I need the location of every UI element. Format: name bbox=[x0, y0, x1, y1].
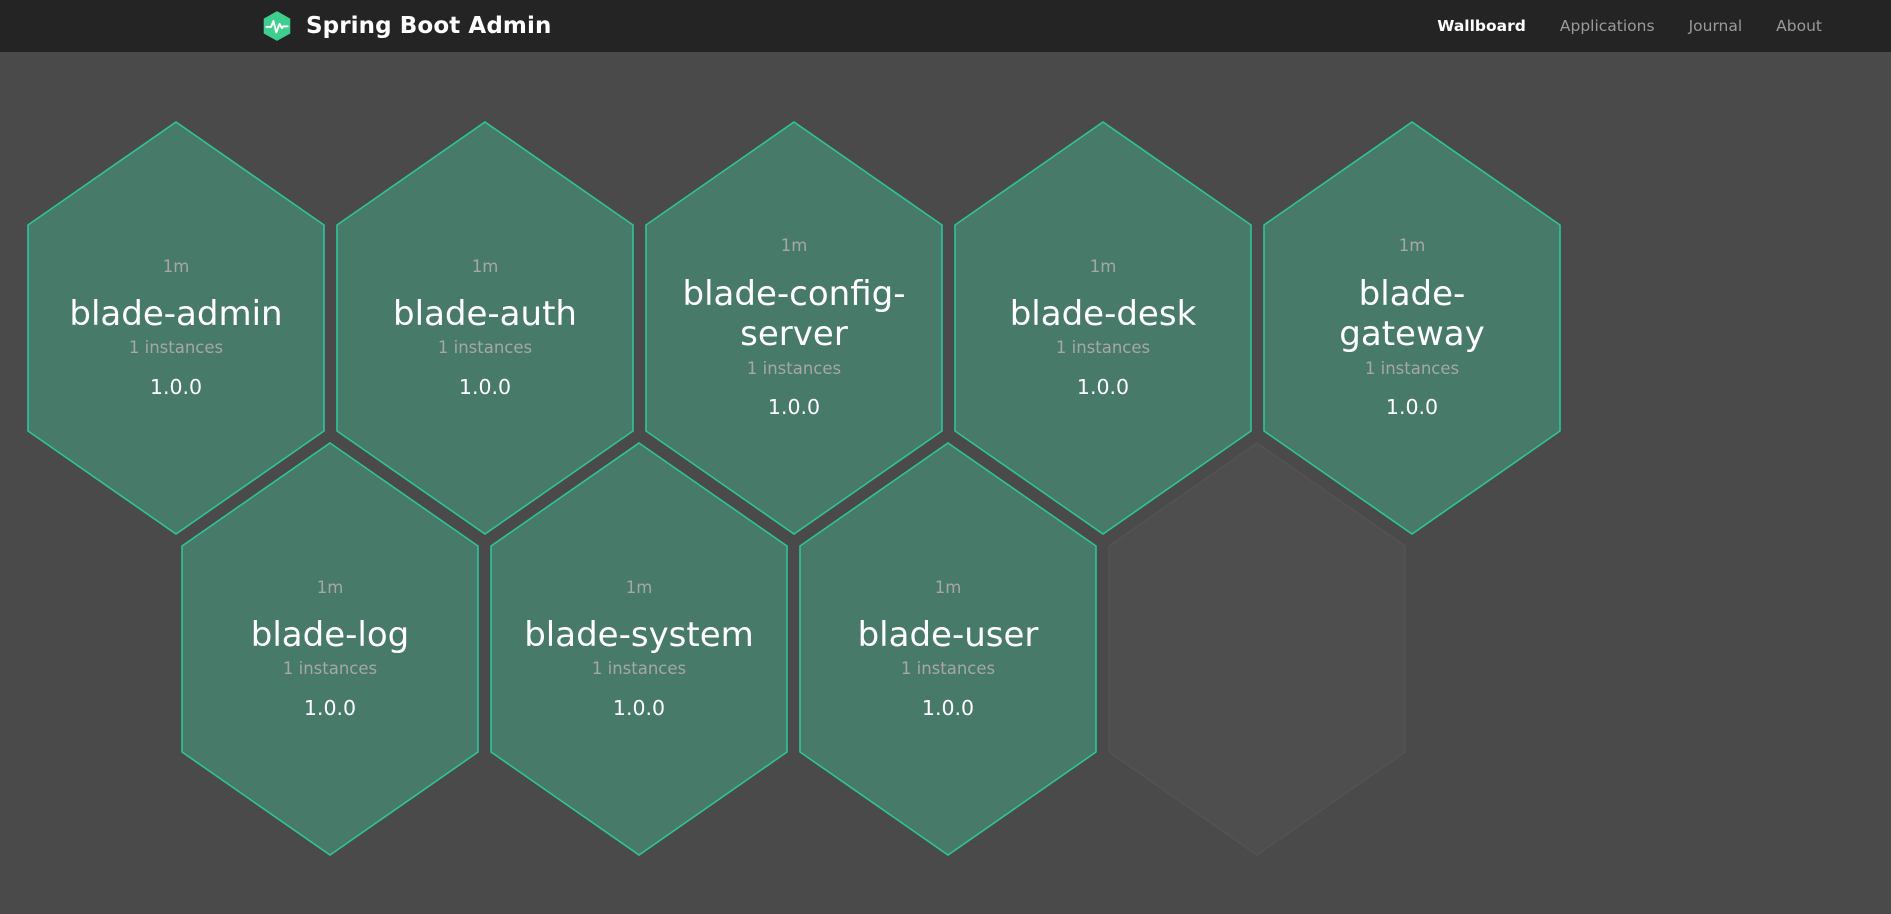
nav-item-applications[interactable]: Applications bbox=[1559, 17, 1655, 35]
hexagon-shape bbox=[1108, 442, 1406, 856]
hexagon-shape bbox=[1263, 121, 1561, 535]
nav-item-journal[interactable]: Journal bbox=[1688, 17, 1743, 35]
hexagon-shape bbox=[336, 121, 634, 535]
hexagon-shape bbox=[181, 442, 479, 856]
hexagon-shape bbox=[645, 121, 943, 535]
application-hexagon-empty bbox=[1108, 442, 1406, 856]
app-title: Spring Boot Admin bbox=[306, 13, 552, 39]
top-navbar: Spring Boot Admin Wallboard Applications… bbox=[0, 0, 1891, 52]
nav-item-about[interactable]: About bbox=[1776, 17, 1822, 35]
nav-item-wallboard[interactable]: Wallboard bbox=[1437, 17, 1526, 35]
hexagon-shape bbox=[490, 442, 788, 856]
hexagon-shape bbox=[954, 121, 1252, 535]
main-navigation: Wallboard Applications Journal About bbox=[1420, 17, 1839, 35]
hexagon-shape bbox=[27, 121, 325, 535]
heartbeat-hexagon-icon bbox=[260, 9, 294, 43]
hexagon-shape bbox=[799, 442, 1097, 856]
brand-home-link[interactable]: Spring Boot Admin bbox=[260, 9, 551, 43]
